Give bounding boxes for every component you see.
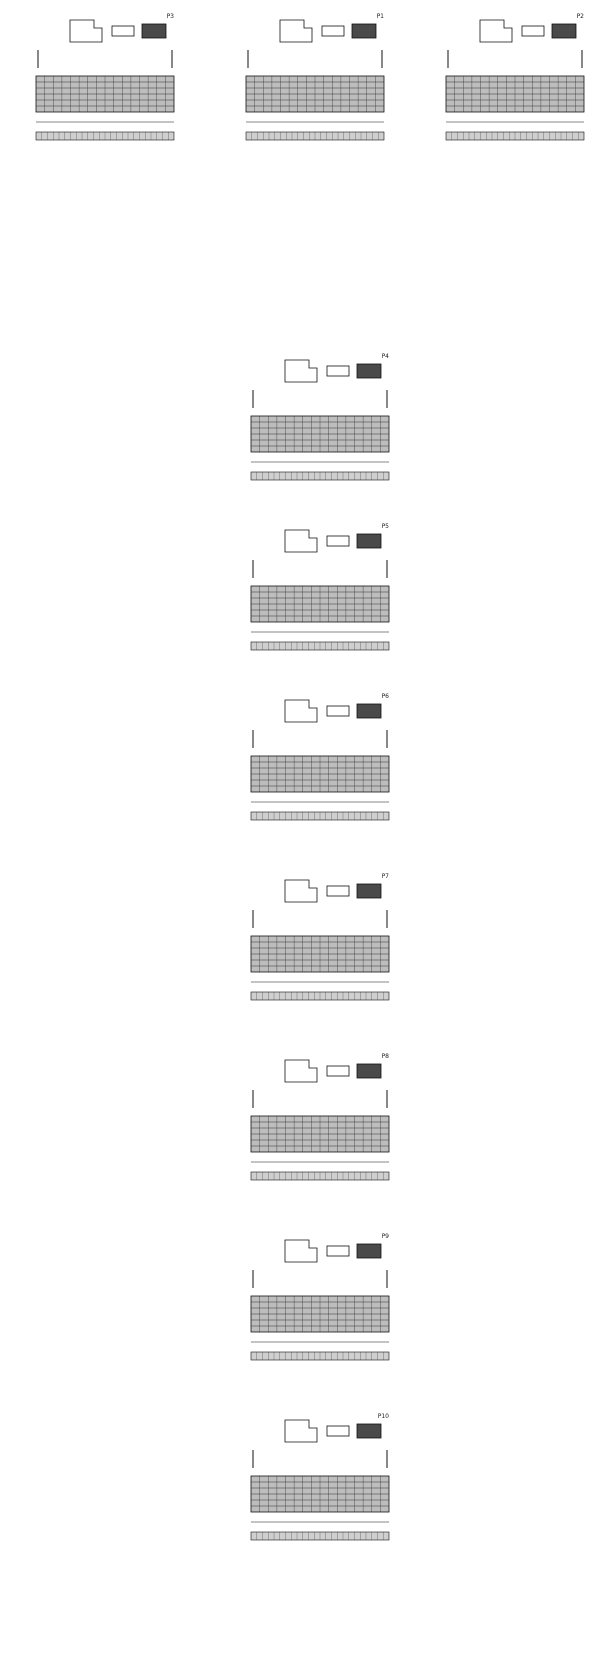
section-sketch <box>326 705 350 717</box>
section-sketch <box>284 699 318 723</box>
pile-panel: P10 <box>250 1413 390 1541</box>
panel-title: P7 <box>382 873 390 880</box>
section-sketch <box>321 25 345 37</box>
rebar-cage <box>250 1115 390 1153</box>
section-core <box>356 1243 382 1259</box>
bottom-bar <box>445 131 585 141</box>
section-sketch <box>521 25 545 37</box>
bottom-bar <box>250 641 390 651</box>
bottom-bar <box>250 1351 390 1361</box>
panel-title: P9 <box>382 1233 390 1240</box>
pile-panel: P3 <box>35 13 175 141</box>
pile-panel: P8 <box>250 1053 390 1181</box>
bottom-bar <box>245 131 385 141</box>
panel-title: P8 <box>382 1053 390 1060</box>
rebar-cage <box>250 755 390 793</box>
section-core <box>551 23 577 39</box>
rebar-cage <box>250 1475 390 1513</box>
rebar-cage <box>250 415 390 453</box>
pile-panel: P1 <box>245 13 385 141</box>
panel-title: P3 <box>167 13 175 20</box>
section-sketch <box>111 25 135 37</box>
section-sketch <box>284 1419 318 1443</box>
pile-panel: P9 <box>250 1233 390 1361</box>
section-sketch <box>284 529 318 553</box>
section-sketch <box>284 1239 318 1263</box>
rebar-cage <box>250 1295 390 1333</box>
pile-panel: P6 <box>250 693 390 821</box>
section-sketch <box>479 19 513 43</box>
section-sketch <box>326 535 350 547</box>
section-sketch <box>326 1245 350 1257</box>
panel-title: P1 <box>377 13 385 20</box>
bottom-bar <box>250 1171 390 1181</box>
section-core <box>141 23 167 39</box>
section-sketch <box>284 359 318 383</box>
rebar-cage <box>250 935 390 973</box>
section-core <box>356 363 382 379</box>
section-sketch <box>284 879 318 903</box>
bottom-bar <box>250 811 390 821</box>
bottom-bar <box>250 991 390 1001</box>
panel-title: P10 <box>378 1413 389 1420</box>
bottom-bar <box>250 1531 390 1541</box>
pile-panel: P5 <box>250 523 390 651</box>
section-sketch <box>326 885 350 897</box>
bottom-bar <box>250 471 390 481</box>
rebar-cage <box>445 75 585 113</box>
bottom-bar <box>35 131 175 141</box>
section-core <box>356 883 382 899</box>
section-core <box>356 703 382 719</box>
section-core <box>356 533 382 549</box>
section-sketch <box>279 19 313 43</box>
rebar-cage <box>35 75 175 113</box>
panel-title: P4 <box>382 353 390 360</box>
section-core <box>351 23 377 39</box>
pile-panel: P2 <box>445 13 585 141</box>
pile-panel: P4 <box>250 353 390 481</box>
panel-title: P5 <box>382 523 390 530</box>
pile-panel: P7 <box>250 873 390 1001</box>
section-sketch <box>69 19 103 43</box>
rebar-cage <box>250 585 390 623</box>
panel-title: P6 <box>382 693 390 700</box>
rebar-cage <box>245 75 385 113</box>
section-core <box>356 1423 382 1439</box>
section-sketch <box>326 1425 350 1437</box>
section-sketch <box>326 365 350 377</box>
section-sketch <box>326 1065 350 1077</box>
section-sketch <box>284 1059 318 1083</box>
section-core <box>356 1063 382 1079</box>
panel-title: P2 <box>577 13 585 20</box>
